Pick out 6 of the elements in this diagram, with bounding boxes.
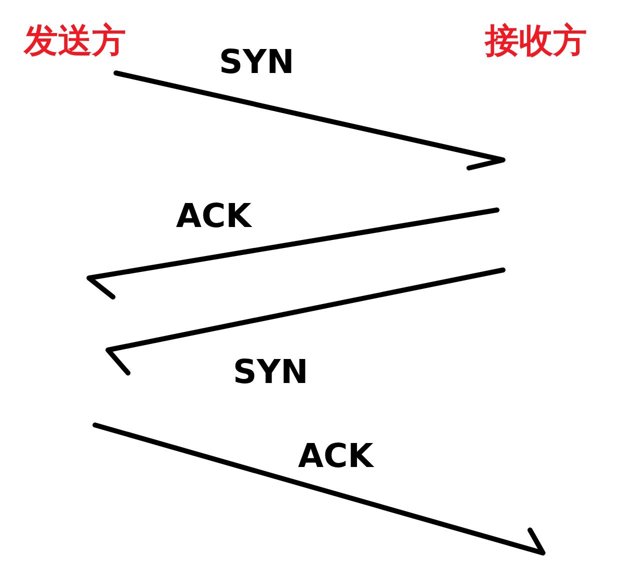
message-label: ACK xyxy=(176,197,252,235)
party-label: 接收方 xyxy=(485,21,587,61)
party-label: 发送方 xyxy=(24,21,126,61)
message-label: SYN xyxy=(233,353,308,391)
message-label: ACK xyxy=(298,437,374,475)
message-label: SYN xyxy=(219,43,294,81)
